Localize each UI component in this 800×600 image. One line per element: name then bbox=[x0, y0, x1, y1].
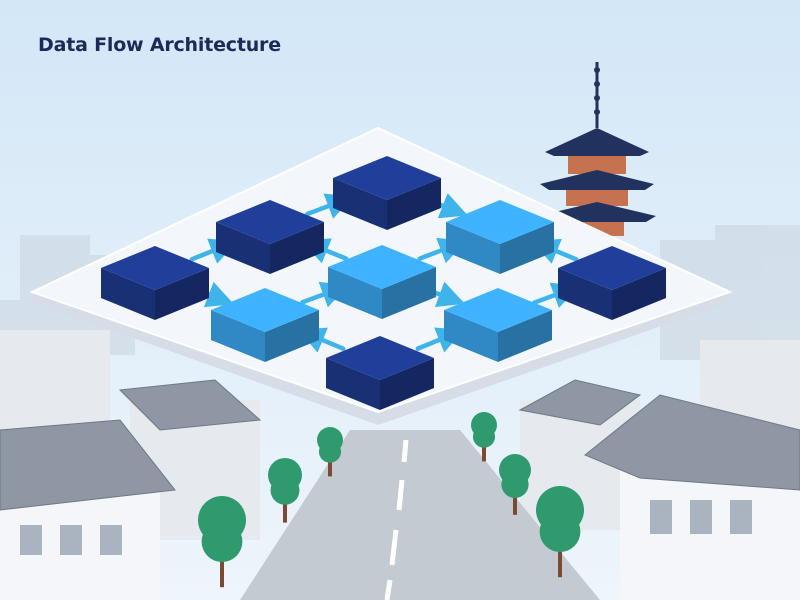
node-n6 bbox=[558, 246, 666, 320]
house-mid-right bbox=[518, 379, 642, 426]
lane-marking bbox=[384, 579, 393, 600]
node-n2 bbox=[216, 200, 324, 274]
node-n4 bbox=[446, 200, 554, 274]
node-n7 bbox=[211, 288, 319, 362]
tree bbox=[317, 427, 343, 477]
node-n8 bbox=[444, 288, 552, 362]
lane-marking bbox=[401, 439, 409, 463]
lane-markings bbox=[384, 439, 409, 600]
foreground-houses bbox=[0, 379, 800, 600]
tree bbox=[198, 496, 246, 588]
tree bbox=[536, 486, 584, 578]
lane-marking bbox=[389, 529, 399, 566]
house-right bbox=[584, 394, 800, 600]
house-mid-left bbox=[118, 379, 262, 431]
node-n3 bbox=[333, 156, 441, 230]
lane-marking bbox=[396, 479, 405, 511]
page-title: Data Flow Architecture bbox=[38, 34, 281, 56]
node-n1 bbox=[101, 246, 209, 320]
node-n9 bbox=[326, 336, 434, 410]
node-n5 bbox=[328, 245, 436, 319]
tree bbox=[268, 458, 302, 523]
tree bbox=[499, 454, 531, 515]
building-left bbox=[0, 330, 110, 440]
trees bbox=[198, 412, 584, 588]
flow-nodes bbox=[101, 156, 666, 410]
house-left bbox=[0, 419, 176, 600]
tree bbox=[471, 412, 497, 462]
